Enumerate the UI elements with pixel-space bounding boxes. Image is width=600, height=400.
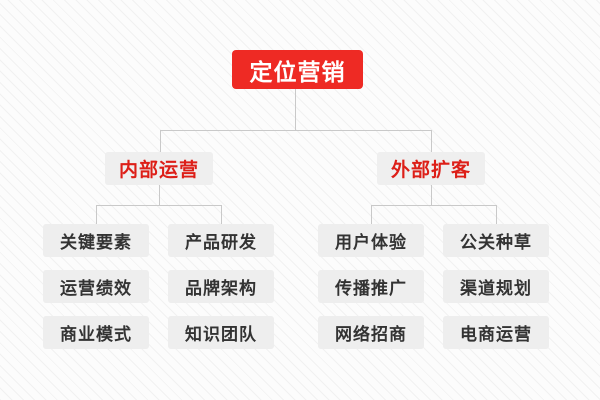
connector-right-leaf-bar bbox=[371, 205, 496, 206]
leaf-node[interactable]: 品牌架构 bbox=[168, 270, 274, 303]
connector-branch-bar bbox=[160, 130, 432, 131]
leaf-node[interactable]: 公关种草 bbox=[443, 224, 549, 257]
leaf-node[interactable]: 运营绩效 bbox=[43, 270, 149, 303]
connector-right-branch-stem bbox=[431, 185, 432, 206]
leaf-node[interactable]: 传播推广 bbox=[318, 270, 424, 303]
leaf-node[interactable]: 用户体验 bbox=[318, 224, 424, 257]
branch-node-external-expansion[interactable]: 外部扩客 bbox=[377, 152, 485, 185]
connector-right-col2-drop bbox=[496, 205, 497, 224]
connector-left-leaf-bar bbox=[96, 205, 221, 206]
connector-branch-left-drop bbox=[160, 130, 161, 152]
leaf-node[interactable]: 产品研发 bbox=[168, 224, 274, 257]
connector-left-col2-drop bbox=[221, 205, 222, 224]
connector-root-stem bbox=[295, 89, 296, 131]
leaf-node[interactable]: 电商运营 bbox=[443, 316, 549, 349]
leaf-node[interactable]: 渠道规划 bbox=[443, 270, 549, 303]
branch-node-internal-operations[interactable]: 内部运营 bbox=[105, 152, 213, 185]
leaf-node[interactable]: 网络招商 bbox=[318, 316, 424, 349]
connector-right-col1-drop bbox=[371, 205, 372, 224]
connector-left-col1-drop bbox=[96, 205, 97, 224]
connector-branch-right-drop bbox=[431, 130, 432, 152]
connector-left-branch-stem bbox=[159, 185, 160, 206]
leaf-node[interactable]: 关键要素 bbox=[43, 224, 149, 257]
leaf-node[interactable]: 知识团队 bbox=[168, 316, 274, 349]
root-node[interactable]: 定位营销 bbox=[232, 50, 363, 89]
leaf-node[interactable]: 商业模式 bbox=[43, 316, 149, 349]
